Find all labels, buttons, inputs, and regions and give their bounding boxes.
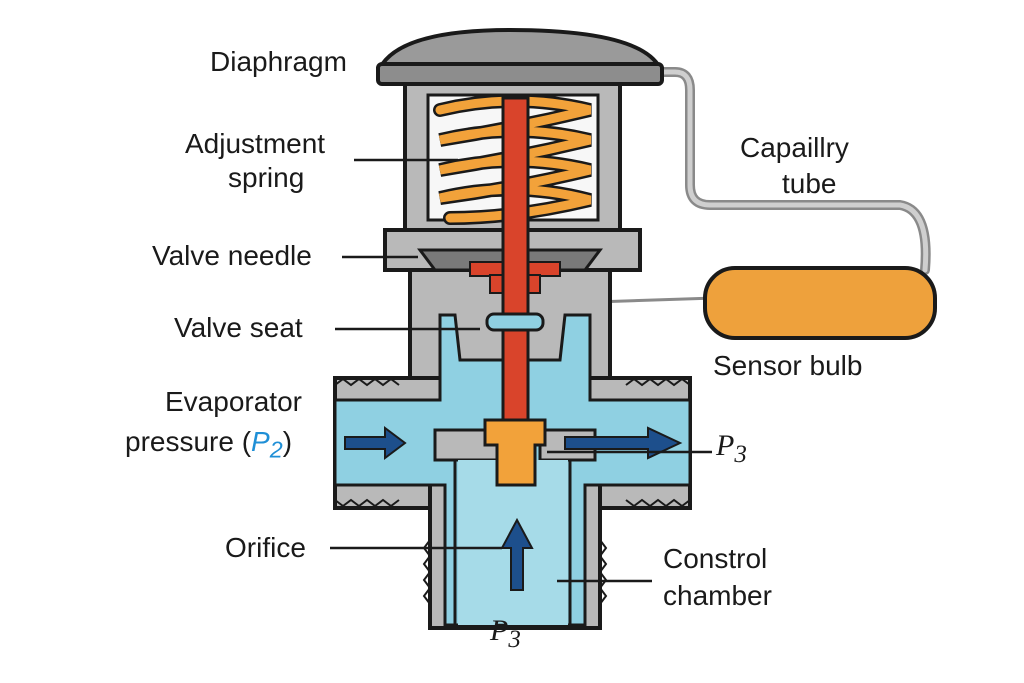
label-p3-bottom: P3 <box>490 615 521 656</box>
label-capillary-line1: Capaillry <box>740 132 849 163</box>
flow-arrows <box>344 426 683 591</box>
label-orifice: Orifice <box>225 532 306 563</box>
label-capillary-line2: tube <box>782 168 837 199</box>
label-valve-needle: Valve needle <box>152 240 312 271</box>
evaporator-subscript: 2 <box>269 436 283 463</box>
valve-plug <box>483 418 547 487</box>
sensor-bulb <box>703 266 937 340</box>
label-valve-seat: Valve seat <box>174 312 303 343</box>
p3-outlet-subscript: 3 <box>734 441 747 468</box>
diaphragm-cap <box>376 27 664 86</box>
label-p3-outlet: P3 <box>716 430 747 471</box>
label-adjustment-spring-line1: Adjustment <box>185 128 326 159</box>
inlet-arrow <box>344 426 407 460</box>
evaporator-symbol: P <box>251 426 270 457</box>
valve-seat <box>485 312 545 332</box>
label-sensor-bulb: Sensor bulb <box>713 350 863 381</box>
label-evaporator-line1: Evaporator <box>165 386 302 417</box>
evaporator-prefix: pressure ( <box>125 426 252 457</box>
valve-needle-stem <box>501 96 530 449</box>
upflow-arrow <box>500 517 534 591</box>
label-evaporator-line2: pressure (P2) <box>125 426 292 466</box>
label-control-line2: chamber <box>663 580 772 611</box>
p3-outlet-symbol: P <box>716 429 735 462</box>
label-diaphragm: Diaphragm <box>210 46 347 77</box>
adjustment-spring <box>433 94 592 225</box>
evaporator-suffix: ) <box>282 426 293 457</box>
label-adjustment-spring-line2: spring <box>228 162 305 193</box>
p3-bottom-symbol: P <box>490 614 509 647</box>
p3-bottom-subscript: 3 <box>508 626 521 653</box>
label-control-line1: Constrol <box>663 543 768 574</box>
outlet-arrow <box>564 426 683 460</box>
leader-lines <box>330 158 712 627</box>
